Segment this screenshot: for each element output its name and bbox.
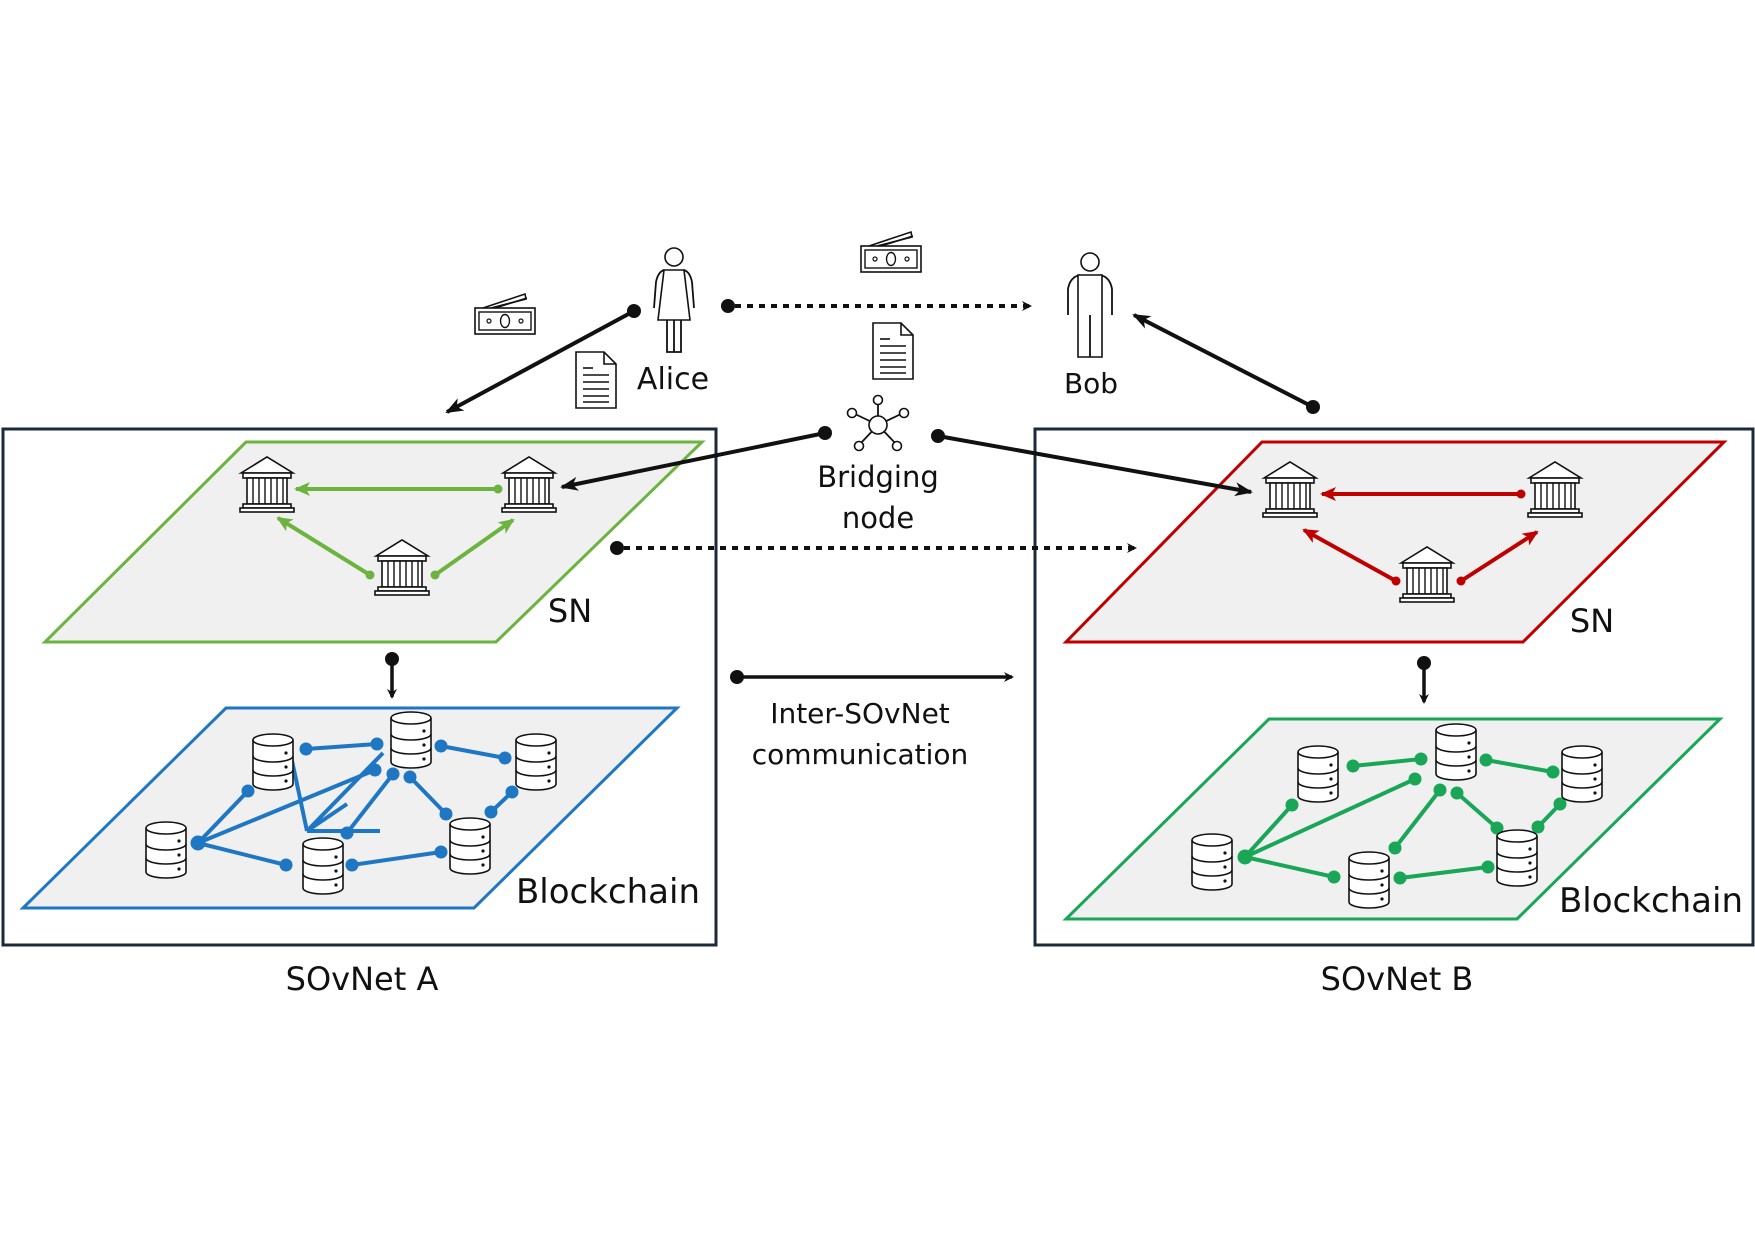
sovnet-b-to-bob-arrow: [1132, 313, 1314, 409]
sn-a-edge: [433, 518, 515, 577]
sn-plane-a: [41, 440, 706, 644]
inter-sovnet-label-line1: Inter-SOvNet: [770, 697, 950, 730]
database-icon: [515, 733, 557, 791]
sn-a-edge: [276, 516, 372, 577]
money-icon: [474, 293, 536, 335]
sovnet-b-box: [1033, 427, 1755, 947]
blockchain-b-label: Blockchain: [1559, 881, 1743, 921]
database-icon: [449, 817, 491, 875]
database-icon: [302, 837, 344, 895]
bob-label: Bob: [1064, 367, 1118, 400]
inter-sovnet-label-line2: communication: [752, 738, 969, 771]
person-female-icon: [653, 247, 695, 353]
bridge-to-sn-a-arrow: [560, 431, 826, 491]
database-icon: [1496, 829, 1538, 887]
sn-a-label: SN: [548, 592, 592, 630]
sn-b-label: SN: [1570, 602, 1614, 640]
database-icon: [1561, 745, 1603, 803]
document-icon: [575, 351, 617, 409]
alice-label: Alice: [637, 362, 709, 397]
sovnet-a-box: [1, 427, 718, 947]
sn-b-edges: [1302, 487, 1539, 586]
database-icon: [252, 733, 294, 791]
database-icon: [145, 821, 187, 879]
database-icon: [390, 711, 432, 769]
network-hub-icon: [846, 394, 910, 452]
sn-a-edges: [276, 482, 515, 580]
alice-to-sovnet-a-arrow: [445, 309, 635, 414]
database-icon: [1435, 723, 1477, 781]
sovnet-b-label: SOvNet B: [1321, 960, 1474, 998]
bridge-to-sn-b-arrow: [937, 434, 1253, 497]
money-icon: [860, 231, 922, 273]
blockchain-b-edges: [1237, 752, 1567, 885]
document-icon: [872, 322, 914, 380]
database-icon: [1297, 745, 1339, 803]
sovnet-a-label: SOvNet A: [286, 960, 439, 998]
sn-plane-b: [1062, 440, 1728, 644]
person-male-icon: [1067, 252, 1113, 358]
bridging-node-label-line1: Bridging: [817, 460, 939, 494]
database-icon: [1348, 851, 1390, 909]
database-icon: [1191, 833, 1233, 891]
blockchain-a-label: Blockchain: [516, 872, 700, 912]
bridging-node-label-line2: node: [842, 501, 914, 535]
